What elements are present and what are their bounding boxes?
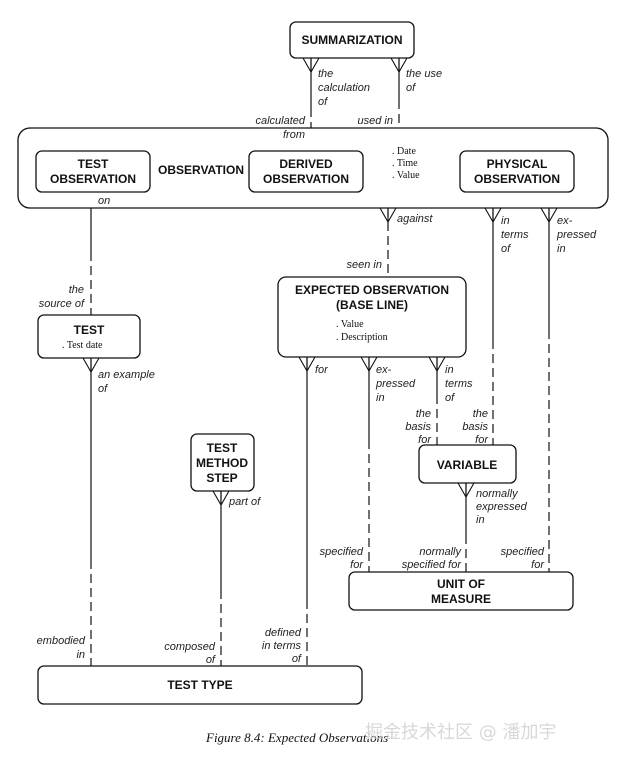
test-method-step-label-3: STEP xyxy=(206,471,237,485)
crow-summarization-use xyxy=(390,57,408,74)
rel-label-specified-for-left-2: for xyxy=(350,559,364,571)
rel-label-normally-specified-for-1: normally xyxy=(419,546,462,558)
rel-label-on: on xyxy=(98,195,110,207)
rel-label-defined-in-terms-of-3: of xyxy=(292,653,302,665)
rel-label-normally-expressed-in-3: in xyxy=(476,514,485,526)
rel-label-specified-for-right-2: for xyxy=(531,559,545,571)
rel-label-expressed-in-physical-3: in xyxy=(557,243,566,255)
derived-observation-box xyxy=(248,150,364,193)
rel-label-the-source-of-1: the xyxy=(69,284,84,296)
physical-observation-label-1: PHYSICAL xyxy=(487,157,548,171)
rel-label-calculated-from-2: from xyxy=(283,129,305,141)
rel-label-defined-in-terms-of-2: in terms xyxy=(262,640,302,652)
rel-label-the-use-of-2: of xyxy=(406,82,416,94)
crow-variable-expressed xyxy=(457,482,475,499)
rel-label-normally-specified-for-2: specified for xyxy=(402,559,463,571)
test-type-label: TEST TYPE xyxy=(167,678,232,692)
rel-label-embodied-in-2: in xyxy=(76,649,85,661)
crow-test-example xyxy=(82,357,100,374)
rel-label-the-basis-for-left-1: the xyxy=(416,408,431,420)
rel-label-calculated-from-1: calculated xyxy=(255,115,305,127)
crow-physical-in-terms xyxy=(484,207,502,224)
derived-observation-label-1: DERIVED xyxy=(279,157,333,171)
physical-observation-label-2: OBSERVATION xyxy=(474,172,560,186)
observation-attribute-time: . Time xyxy=(392,158,418,169)
rel-label-the-basis-for-right-1: the xyxy=(473,408,488,420)
rel-label-for: for xyxy=(315,364,329,376)
watermark: 掘金技术社区 @ 潘加宇 xyxy=(365,722,556,743)
test-box xyxy=(37,314,141,359)
rel-label-expressed-in-physical-1: ex- xyxy=(557,215,573,227)
unit-of-measure-label-1: UNIT OF xyxy=(437,577,485,591)
rel-label-the-source-of-2: source of xyxy=(39,298,85,310)
rel-label-an-example-of-1: an example xyxy=(98,369,155,381)
rel-label-part-of: part of xyxy=(228,496,261,508)
rel-label-expressed-in-expected-3: in xyxy=(376,392,385,404)
summarization-box xyxy=(289,21,415,59)
crow-expected-expressed xyxy=(360,356,378,373)
test-observation-label-1: TEST xyxy=(78,157,109,171)
rel-label-composed-of-1: composed xyxy=(164,641,216,653)
test-observation-label-2: OBSERVATION xyxy=(50,172,136,186)
test-method-step-label-2: METHOD xyxy=(196,456,248,470)
rel-label-expressed-in-expected-2: pressed xyxy=(375,378,416,390)
rel-label-embodied-in-1: embodied xyxy=(37,635,86,647)
test-method-step-box xyxy=(190,433,255,492)
physical-observation-box xyxy=(459,150,575,193)
rel-label-expressed-in-physical-2: pressed xyxy=(556,229,597,241)
derived-observation-label-2: OBSERVATION xyxy=(263,172,349,186)
crow-step-part-of xyxy=(212,490,230,507)
observation-attribute-date: . Date xyxy=(392,146,416,157)
crow-summarization-calc xyxy=(302,57,320,74)
test-type-box xyxy=(37,665,363,705)
rel-label-the-basis-for-left-3: for xyxy=(418,434,432,446)
expected-observation-label-1: EXPECTED OBSERVATION xyxy=(295,283,449,297)
expected-observation-label-2: (BASE LINE) xyxy=(336,298,408,312)
rel-label-expressed-in-expected-1: ex- xyxy=(376,364,392,376)
variable-box xyxy=(418,444,517,484)
rel-label-in-terms-of-expected-3: of xyxy=(445,392,455,404)
rel-label-specified-for-right-1: specified xyxy=(501,546,545,558)
rel-label-composed-of-2: of xyxy=(206,654,216,666)
rel-label-in-terms-of-physical-3: of xyxy=(501,243,511,255)
rel-label-in-terms-of-expected-2: terms xyxy=(445,378,473,390)
expected-observation-box xyxy=(277,276,467,358)
crow-physical-expressed xyxy=(540,207,558,224)
rel-label-the-calculation-of-1: the xyxy=(318,68,333,80)
test-method-step-label-1: TEST xyxy=(207,441,238,455)
rel-label-normally-expressed-in-1: normally xyxy=(476,488,519,500)
rel-label-an-example-of-2: of xyxy=(98,383,108,395)
rel-label-seen-in: seen in xyxy=(347,259,382,271)
rel-label-in-terms-of-expected-1: in xyxy=(445,364,454,376)
summarization-label: SUMMARIZATION xyxy=(301,33,402,47)
rel-label-the-use-of-1: the use xyxy=(406,68,442,80)
rel-label-in-terms-of-physical-2: terms xyxy=(501,229,529,241)
observation-label: OBSERVATION xyxy=(158,163,244,177)
rel-label-the-basis-for-left-2: basis xyxy=(405,421,431,433)
rel-label-used-in: used in xyxy=(358,115,393,127)
figure-caption: Figure 8.4: Expected Observations xyxy=(205,730,388,745)
rel-label-against: against xyxy=(397,213,433,225)
test-label: TEST xyxy=(74,323,105,337)
rel-label-the-basis-for-right-2: basis xyxy=(462,421,488,433)
crow-observation-against xyxy=(379,207,397,224)
crow-expected-in-terms xyxy=(428,356,446,373)
variable-label: VARIABLE xyxy=(437,458,497,472)
test-attribute-test-date: . Test date xyxy=(62,340,103,351)
unit-of-measure-label-2: MEASURE xyxy=(431,592,491,606)
test-observation-box xyxy=(35,150,151,193)
rel-label-in-terms-of-physical-1: in xyxy=(501,215,510,227)
rel-label-specified-for-left-1: specified xyxy=(320,546,364,558)
crow-expected-for xyxy=(298,356,316,373)
rel-label-the-calculation-of-3: of xyxy=(318,96,328,108)
observation-attribute-value: . Value xyxy=(392,170,420,181)
rel-label-normally-expressed-in-2: expressed xyxy=(476,501,528,513)
rel-label-the-basis-for-right-3: for xyxy=(475,434,489,446)
expected-attribute-description: . Description xyxy=(336,332,388,343)
rel-label-defined-in-terms-of-1: defined xyxy=(265,627,302,639)
expected-attribute-value: . Value xyxy=(336,319,364,330)
rel-label-the-calculation-of-2: calculation xyxy=(318,82,370,94)
unit-of-measure-box xyxy=(348,571,574,611)
